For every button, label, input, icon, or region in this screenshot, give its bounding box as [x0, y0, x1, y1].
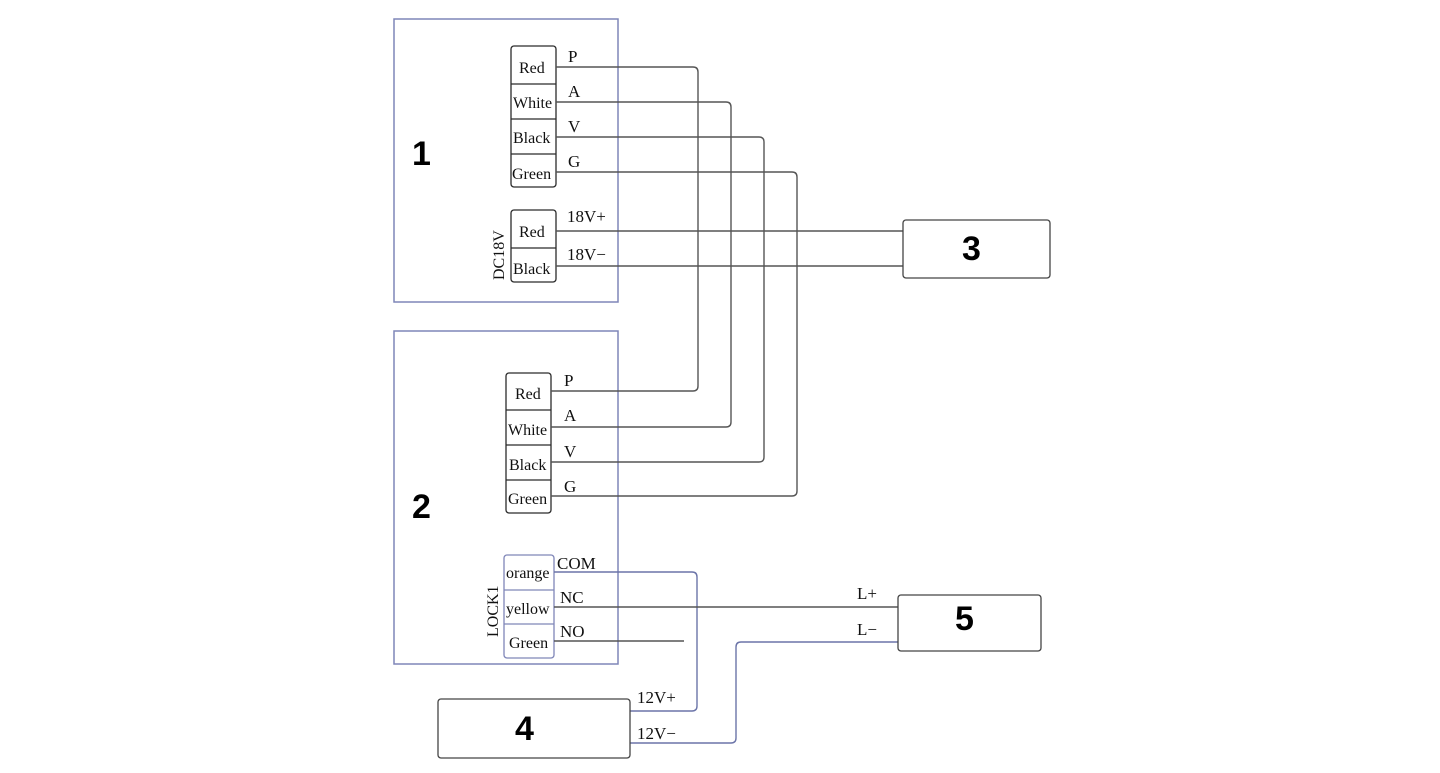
signal-label: 12V+ — [637, 688, 676, 707]
signal-label: G — [568, 152, 580, 171]
wire-g — [551, 171, 798, 497]
connector-body — [505, 372, 552, 514]
unit-2-number: 2 — [412, 488, 431, 526]
signal-label: NC — [560, 588, 584, 607]
signal-label: V — [564, 442, 577, 461]
signal-label: P — [568, 47, 577, 66]
device-box-4: 4 — [437, 698, 631, 759]
signal-label: A — [568, 82, 581, 101]
wire-12v-minus-l-minus — [630, 641, 898, 744]
wire-colour-label: Green — [512, 166, 551, 183]
connector-body — [510, 45, 557, 188]
device-box-3: 3 — [902, 219, 1051, 279]
wire-colour-label: Green — [508, 491, 547, 508]
unit-1-signal-connector: Red White Black Green — [510, 45, 557, 188]
power-connector-label: DC18V — [491, 230, 508, 280]
signal-label: 12V− — [637, 724, 676, 743]
wire-colour-label: orange — [506, 565, 550, 582]
wire-colour-label: White — [513, 95, 552, 112]
wire-colour-label: Black — [513, 261, 550, 278]
signal-label: L+ — [857, 584, 877, 603]
unit-1-panel — [393, 18, 619, 303]
wire-com-12v-plus — [554, 571, 698, 712]
unit-2-lock-connector: orange yellow Green — [503, 554, 555, 659]
signal-label: L− — [857, 620, 877, 639]
wire-colour-label: yellow — [506, 601, 550, 618]
connector-body — [510, 209, 557, 283]
device-box-5: 5 — [897, 594, 1042, 652]
unit-1-number: 1 — [412, 135, 431, 173]
wire-p — [551, 66, 699, 392]
box-3-number: 3 — [962, 230, 981, 268]
wire-colour-label: Black — [509, 457, 546, 474]
box-4-frame — [437, 698, 631, 759]
wire-colour-label: Red — [515, 386, 541, 403]
signal-label: A — [564, 406, 577, 425]
wire-colour-label: Green — [509, 635, 548, 652]
wire-v — [551, 136, 765, 463]
signal-label: 18V− — [567, 245, 606, 264]
signal-label: V — [568, 117, 581, 136]
signal-label: COM — [557, 554, 596, 573]
box-3-frame — [902, 219, 1051, 279]
unit-2-signal-connector: Red White Black Green — [505, 372, 552, 514]
signal-label: G — [564, 477, 576, 496]
box-5-frame — [897, 594, 1042, 652]
signal-label: 18V+ — [567, 207, 606, 226]
unit-1-power-connector: Red Black — [510, 209, 557, 283]
unit-2-panel — [393, 330, 619, 665]
wire-colour-label: Red — [519, 224, 545, 241]
wire-colour-label: Red — [519, 60, 545, 77]
signal-label: P — [564, 371, 573, 390]
box-5-number: 5 — [955, 600, 974, 638]
signal-label: NO — [560, 622, 585, 641]
box-4-number: 4 — [515, 710, 534, 748]
wire-colour-label: White — [508, 422, 547, 439]
wire-colour-label: Black — [513, 130, 550, 147]
lock-connector-label: LOCK1 — [485, 585, 502, 637]
wire-a — [551, 101, 732, 428]
